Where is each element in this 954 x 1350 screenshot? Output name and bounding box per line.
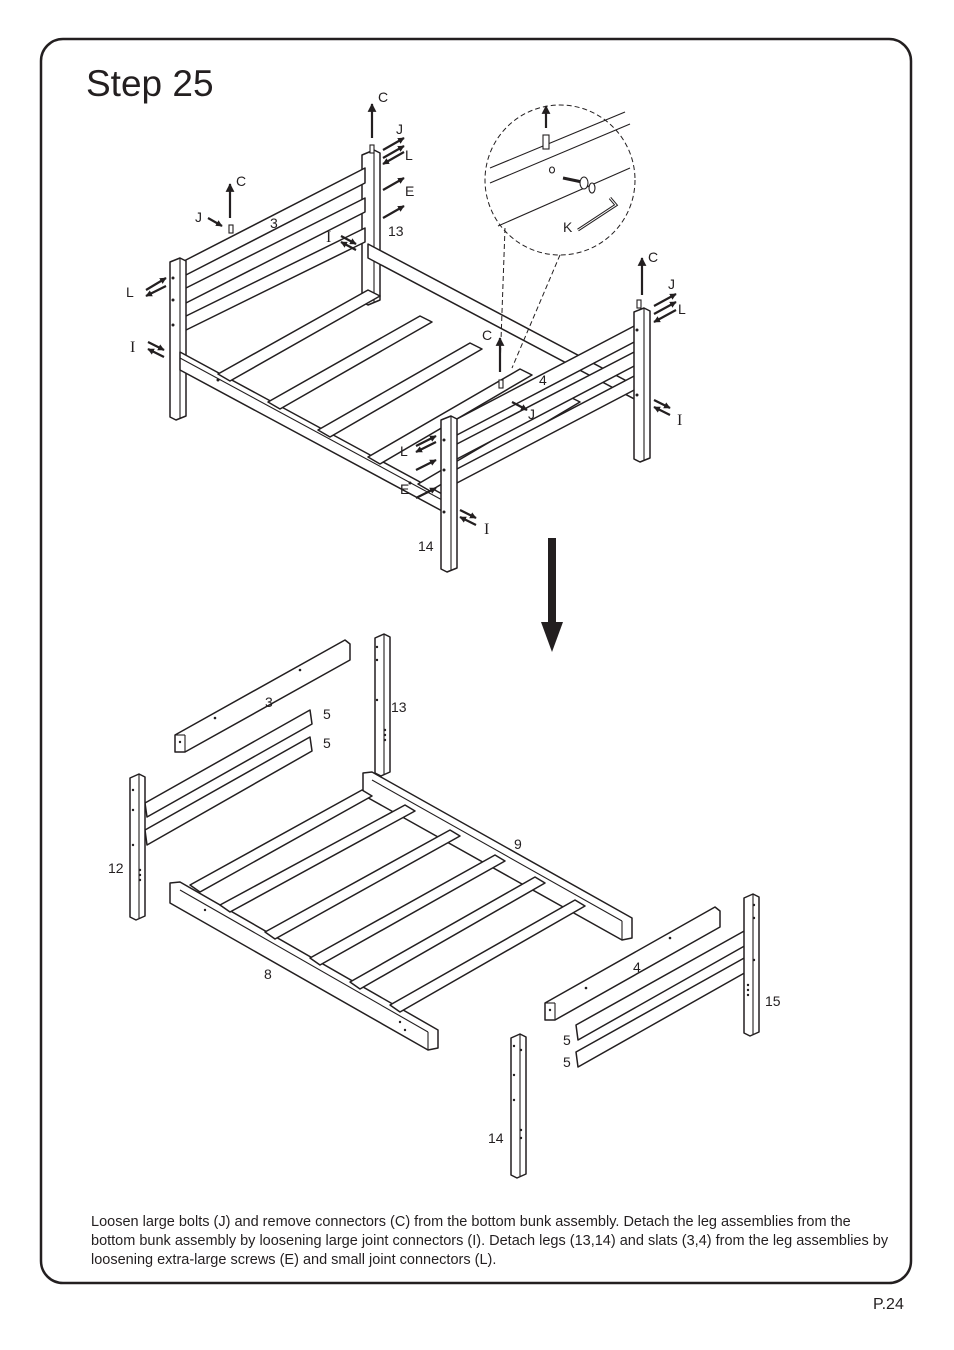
bottom-labels: 3 5 5 13 12 9 8 4 15 5 5 14 xyxy=(108,694,781,1146)
svg-text:5: 5 xyxy=(323,706,331,722)
top-labels: C J L E 13 I C J 3 L I C J L I C 4 J L E… xyxy=(126,89,686,554)
svg-text:8: 8 xyxy=(264,966,272,982)
down-arrow xyxy=(541,538,563,652)
svg-text:3: 3 xyxy=(270,215,278,231)
page-border xyxy=(39,37,913,1285)
svg-text:C: C xyxy=(378,89,388,105)
label-K: K xyxy=(563,219,573,235)
svg-text:E: E xyxy=(405,183,414,199)
svg-text:C: C xyxy=(236,173,246,189)
svg-text:14: 14 xyxy=(488,1130,504,1146)
svg-text:13: 13 xyxy=(388,223,404,239)
svg-text:I: I xyxy=(484,521,489,538)
svg-text:4: 4 xyxy=(633,959,641,975)
svg-text:J: J xyxy=(195,209,202,225)
svg-text:5: 5 xyxy=(323,735,331,751)
svg-text:L: L xyxy=(126,284,134,300)
page-number: P.24 xyxy=(873,1296,904,1313)
svg-text:E: E xyxy=(400,481,409,497)
svg-text:4: 4 xyxy=(539,372,547,388)
svg-text:5: 5 xyxy=(563,1032,571,1048)
svg-text:C: C xyxy=(648,249,658,265)
svg-text:12: 12 xyxy=(108,860,124,876)
svg-text:15: 15 xyxy=(765,993,781,1009)
svg-text:L: L xyxy=(678,301,686,317)
svg-text:J: J xyxy=(396,121,403,137)
detail-magnifier: K xyxy=(484,104,636,369)
svg-text:I: I xyxy=(677,412,682,429)
svg-text:L: L xyxy=(400,443,408,459)
instructions-text: Loosen large bolts (J) and remove connec… xyxy=(91,1214,889,1268)
svg-text:3: 3 xyxy=(265,694,273,710)
step-title: Step 25 xyxy=(86,63,214,104)
svg-text:C: C xyxy=(482,327,492,343)
svg-text:5: 5 xyxy=(563,1054,571,1070)
svg-text:13: 13 xyxy=(391,699,407,715)
svg-text:14: 14 xyxy=(418,538,434,554)
exploded-parts xyxy=(129,633,760,1179)
svg-text:J: J xyxy=(528,406,535,422)
svg-text:I: I xyxy=(130,339,135,356)
svg-text:J: J xyxy=(668,276,675,292)
svg-text:L: L xyxy=(405,147,413,163)
svg-text:9: 9 xyxy=(514,836,522,852)
assembled-bed xyxy=(169,144,651,573)
svg-text:I: I xyxy=(326,229,331,246)
